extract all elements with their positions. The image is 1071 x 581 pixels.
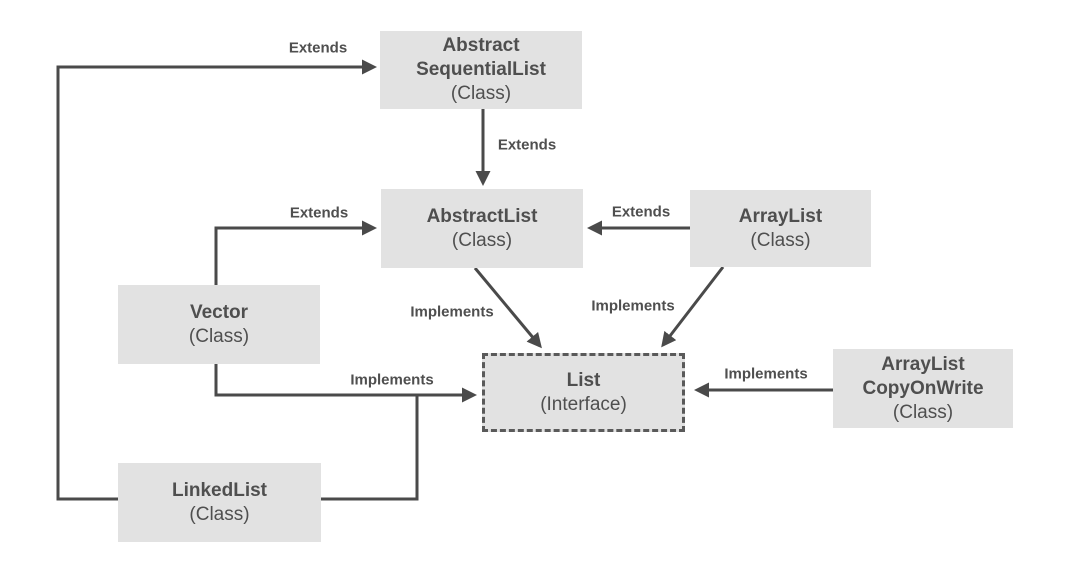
edge-label-extends-top: Extends — [288, 39, 348, 57]
edge-label-implements-vector-linkedlist: Implements — [350, 371, 434, 389]
node-linked-list: LinkedList (Class) — [118, 463, 321, 542]
node-subtitle: (Class) — [189, 503, 250, 525]
node-label: ArrayList — [738, 205, 823, 227]
edge-label-extends-arraylist: Extends — [611, 203, 671, 221]
edge-linkedlist-extends-abstractsequentiallist — [56, 59, 377, 501]
node-label: LinkedList — [171, 479, 267, 501]
node-abstract-list: AbstractList (Class) — [381, 189, 583, 268]
edge-arraylist-implements-list — [661, 266, 725, 348]
edge-label-extends-vector: Extends — [289, 204, 349, 222]
node-subtitle: (Interface) — [540, 393, 627, 415]
edge-vector-extends-abstractlist — [214, 220, 377, 285]
node-label: SequentialList — [416, 59, 546, 80]
node-label: ArrayList — [881, 353, 965, 375]
node-subtitle: (Class) — [450, 83, 512, 104]
node-label: List — [566, 369, 601, 391]
node-vector: Vector (Class) — [118, 285, 320, 364]
node-label: AbstractList — [426, 205, 538, 227]
edge-abstractlist-implements-list — [473, 267, 542, 349]
edge-linkedlist-implements-branch — [321, 395, 419, 501]
node-subtitle: (Class) — [451, 229, 513, 251]
edge-vector-implements-list — [214, 364, 477, 403]
node-list-interface: List (Interface) — [482, 353, 685, 432]
node-label: Vector — [189, 301, 249, 323]
edge-label-implements-arraylist: Implements — [591, 297, 675, 315]
node-subtitle: (Class) — [750, 229, 811, 251]
node-subtitle: (Class) — [188, 325, 250, 347]
node-label: Abstract — [442, 35, 520, 56]
node-array-list: ArrayList (Class) — [690, 190, 871, 267]
node-array-list-copy-on-write: ArrayList CopyOnWrite (Class) — [833, 349, 1013, 428]
edge-label-extends-down: Extends — [497, 136, 557, 154]
node-label: CopyOnWrite — [862, 377, 984, 399]
node-subtitle: (Class) — [892, 401, 954, 423]
edge-label-implements-copyonwrite: Implements — [724, 365, 808, 383]
node-abstract-sequential-list: Abstract SequentialList (Class) — [380, 31, 582, 109]
edge-label-implements-abstractlist: Implements — [410, 303, 494, 321]
